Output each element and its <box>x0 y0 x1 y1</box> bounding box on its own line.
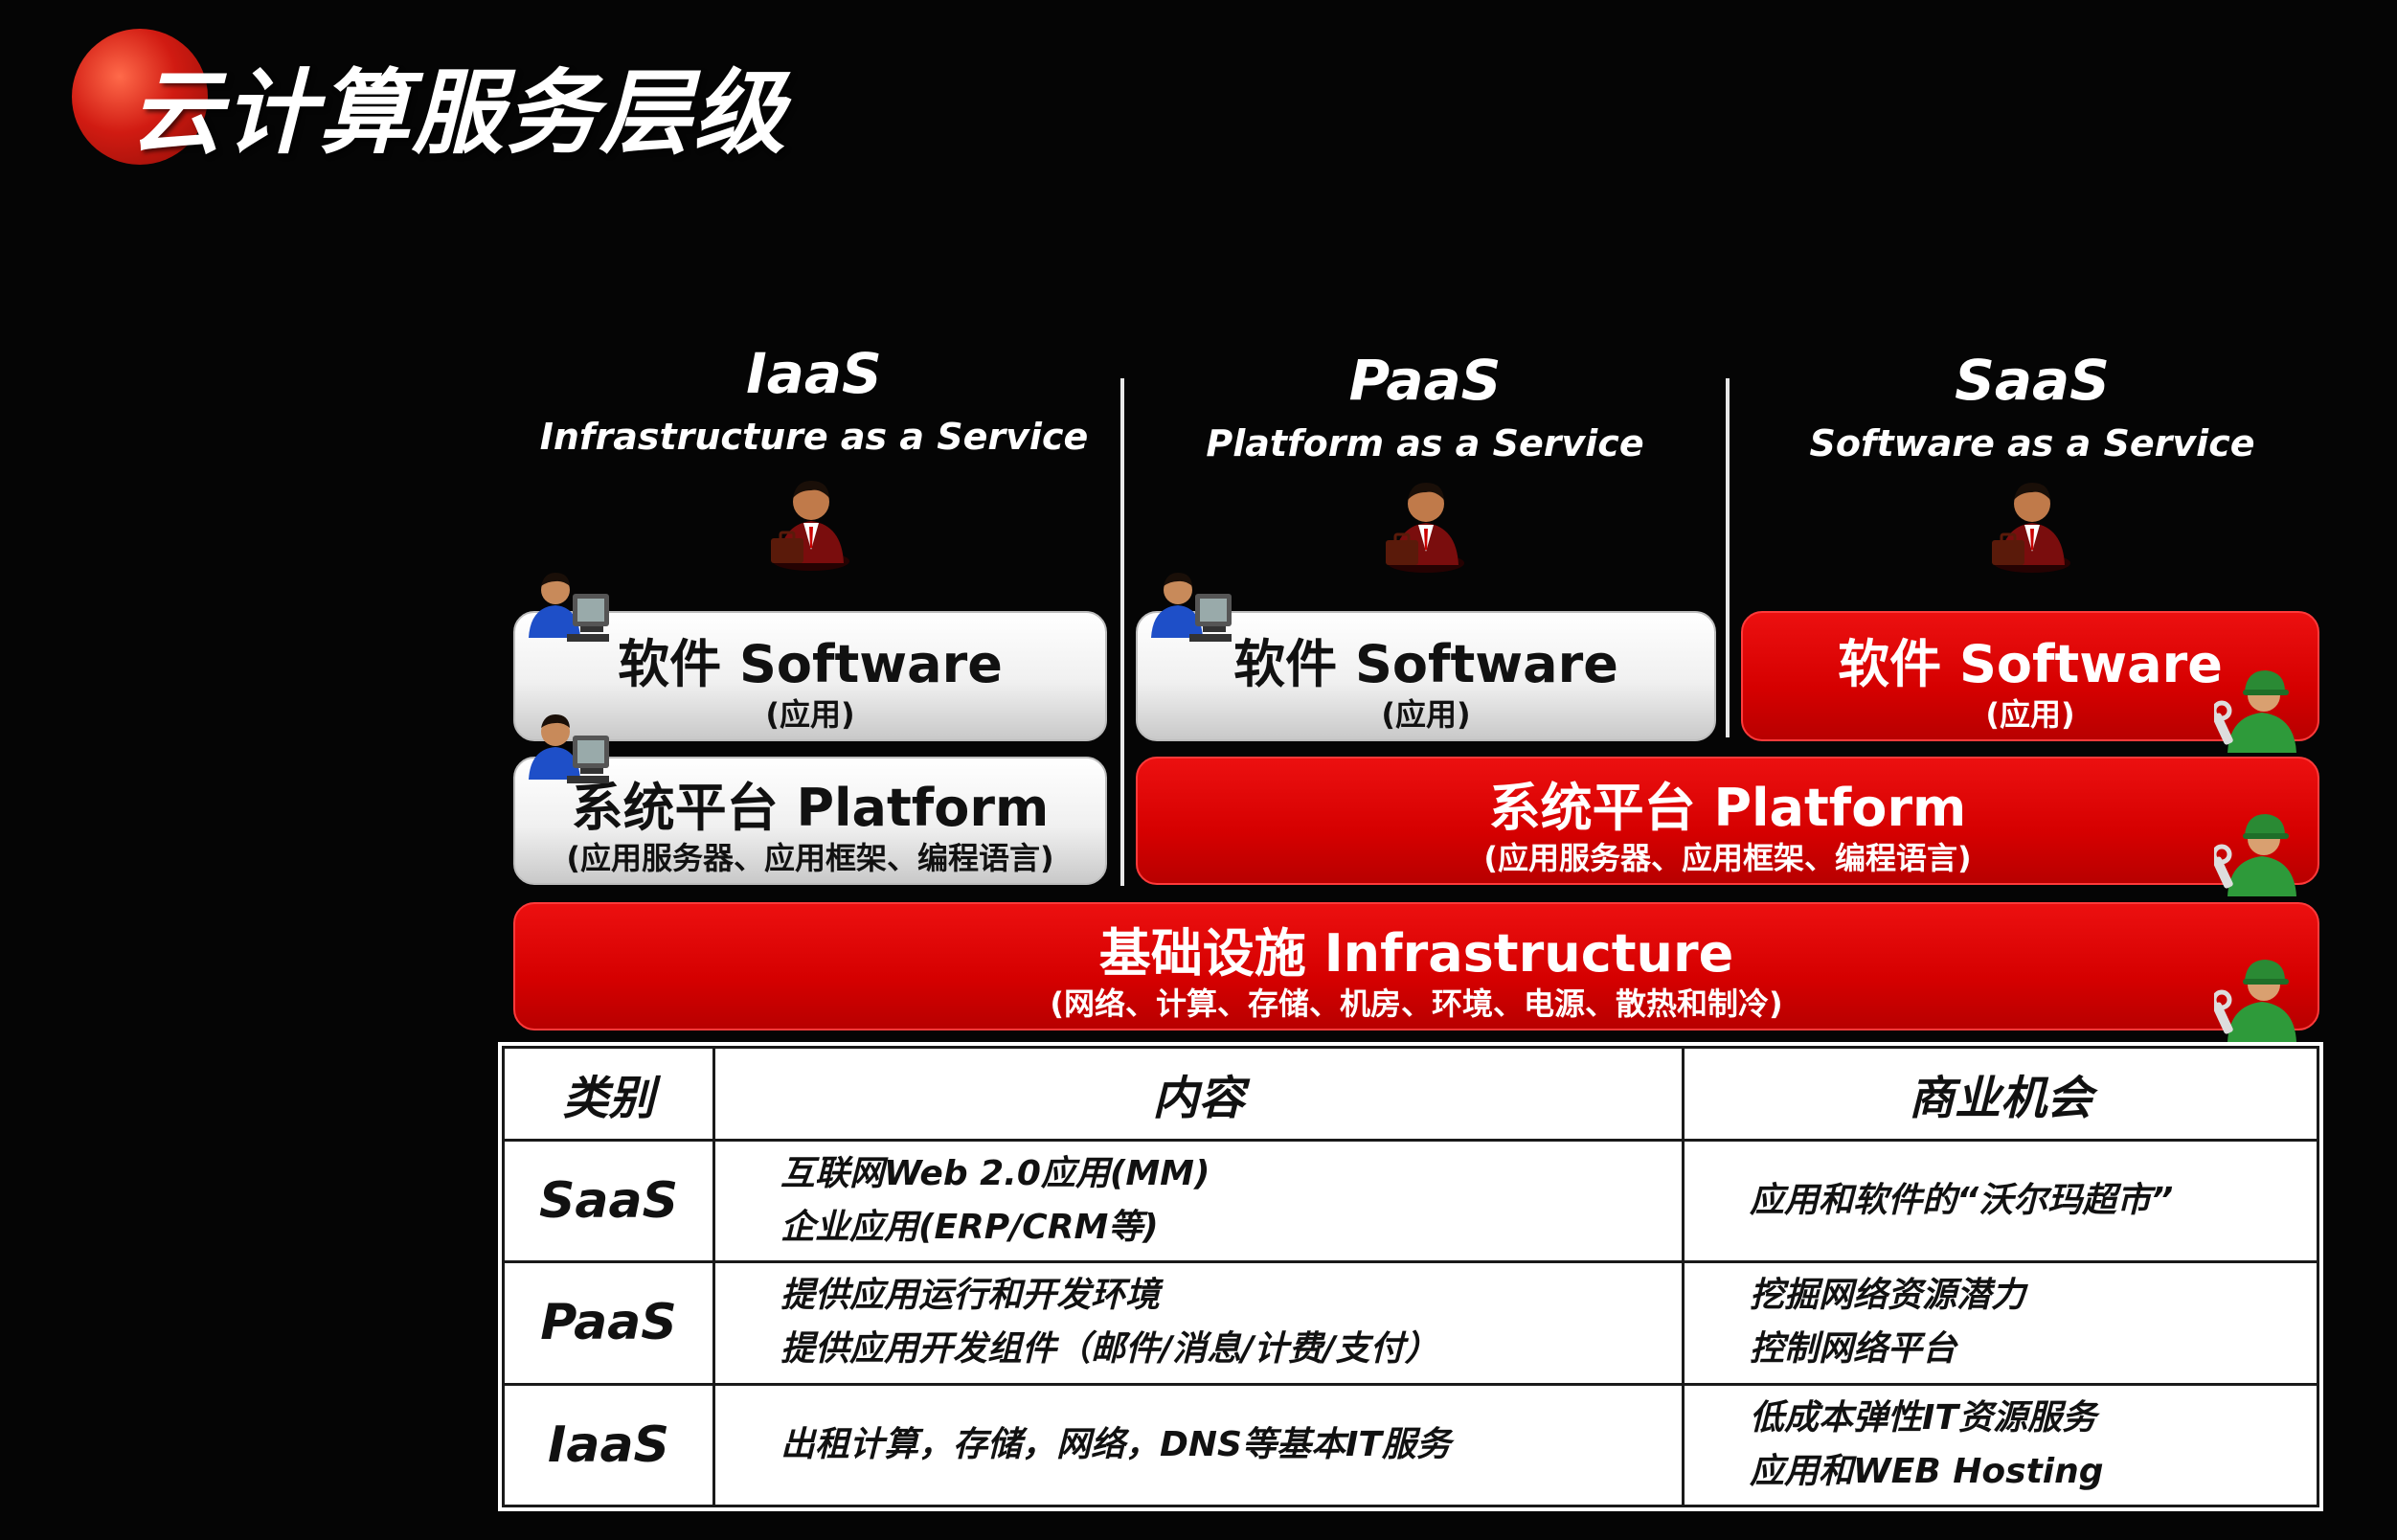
content-line: 互联网Web 2.0应用(MM) <box>780 1154 1210 1194</box>
opportunity-line: 应用和WEB Hosting <box>1750 1451 2104 1491</box>
opportunity-line: 挖掘网络资源潜力 <box>1750 1276 2026 1316</box>
layer-title: 软件 Software <box>1233 634 1618 694</box>
content-line: 提供应用运行和开发环境 <box>780 1276 1161 1316</box>
table-header-row: 类别 内容 商业机会 <box>502 1046 2319 1142</box>
user-at-computer-icon <box>1147 565 1243 661</box>
column-divider <box>1726 378 1730 737</box>
row-opportunity: 应用和软件的“沃尔玛超市” <box>1682 1138 2319 1264</box>
layer-subtitle: (应用服务器、应用框架、编程语言) <box>1483 840 1972 876</box>
managed-platform-box: 系统平台 Platform (应用服务器、应用框架、编程语言) <box>1136 757 2319 885</box>
user-at-computer-icon <box>525 565 621 661</box>
maintenance-worker-icon <box>2214 948 2306 1042</box>
row-category: IaaS <box>502 1382 715 1508</box>
business-person-icon <box>761 467 857 573</box>
content-line: 出租计算，存储，网络，DNS等基本IT服务 <box>780 1424 1451 1464</box>
user-at-computer-icon <box>525 707 621 803</box>
column-fullname: Infrastructure as a Service <box>539 416 1089 458</box>
column-name: SaaS <box>1955 348 2110 413</box>
row-content: 互联网Web 2.0应用(MM) 企业应用(ERP/CRM等) <box>712 1138 1685 1264</box>
column-header-saas: SaaS Software as a Service <box>1735 347 2329 467</box>
infrastructure-box: 基础设施 Infrastructure (网络、计算、存储、机房、环境、电源、散… <box>513 902 2319 1030</box>
layer-title: 系统平台 Platform <box>1488 778 1967 838</box>
column-name: IaaS <box>746 341 882 406</box>
layer-title: 软件 Software <box>1838 634 2223 694</box>
column-header-paas: PaaS Platform as a Service <box>1128 347 1722 467</box>
layer-subtitle: (应用) <box>1985 696 2075 733</box>
layer-subtitle: (应用服务器、应用框架、编程语言) <box>566 840 1054 876</box>
column-divider <box>1120 378 1124 886</box>
maintenance-worker-icon <box>2214 803 2306 896</box>
row-content: 出租计算，存储，网络，DNS等基本IT服务 <box>712 1382 1685 1508</box>
table-row: PaaS 提供应用运行和开发环境 提供应用开发组件（邮件/消息/计费/支付） 挖… <box>502 1260 2319 1386</box>
maintenance-worker-icon <box>2214 659 2306 753</box>
slide-title: 云计算服务层级 <box>130 59 787 167</box>
iaas-software-box: 软件 Software (应用) <box>513 611 1107 741</box>
layer-subtitle: (应用) <box>1381 696 1471 733</box>
table-row: SaaS 互联网Web 2.0应用(MM) 企业应用(ERP/CRM等) 应用和… <box>502 1138 2319 1264</box>
header-content: 内容 <box>712 1046 1685 1142</box>
opportunity-line: 应用和软件的“沃尔玛超市” <box>1750 1181 2174 1221</box>
column-header-iaas: IaaS Infrastructure as a Service <box>517 340 1111 461</box>
layer-title: 软件 Software <box>618 634 1003 694</box>
table-row: IaaS 出租计算，存储，网络，DNS等基本IT服务 低成本弹性IT资源服务 应… <box>502 1382 2319 1508</box>
layer-title: 基础设施 Infrastructure <box>1098 923 1734 984</box>
title-decoration-circle <box>72 29 208 165</box>
content-line: 提供应用开发组件（邮件/消息/计费/支付） <box>780 1329 1439 1370</box>
header-opportunity: 商业机会 <box>1682 1046 2319 1142</box>
column-fullname: Platform as a Service <box>1206 422 1644 464</box>
layer-title: 系统平台 Platform <box>571 778 1050 838</box>
paas-software-box: 软件 Software (应用) <box>1136 611 1716 741</box>
layer-subtitle: (网络、计算、存储、机房、环境、电源、散热和制冷) <box>1050 985 1783 1022</box>
column-fullname: Software as a Service <box>1809 422 2255 464</box>
header-category: 类别 <box>502 1046 715 1142</box>
row-category: SaaS <box>502 1138 715 1264</box>
business-person-icon <box>1376 469 1472 575</box>
business-person-icon <box>1982 469 2078 575</box>
row-opportunity: 挖掘网络资源潜力 控制网络平台 <box>1682 1260 2319 1386</box>
row-opportunity: 低成本弹性IT资源服务 应用和WEB Hosting <box>1682 1382 2319 1508</box>
iaas-platform-box: 系统平台 Platform (应用服务器、应用框架、编程语言) <box>513 757 1107 885</box>
row-content: 提供应用运行和开发环境 提供应用开发组件（邮件/消息/计费/支付） <box>712 1260 1685 1386</box>
saas-software-box: 软件 Software (应用) <box>1741 611 2319 741</box>
column-name: PaaS <box>1348 348 1502 413</box>
row-category: PaaS <box>502 1260 715 1386</box>
comparison-table: 类别 内容 商业机会 SaaS 互联网Web 2.0应用(MM) 企业应用(ER… <box>498 1042 2323 1511</box>
layer-subtitle: (应用) <box>765 696 855 733</box>
content-line: 企业应用(ERP/CRM等) <box>780 1208 1159 1248</box>
opportunity-line: 低成本弹性IT资源服务 <box>1750 1397 2096 1438</box>
opportunity-line: 控制网络平台 <box>1750 1329 1957 1370</box>
